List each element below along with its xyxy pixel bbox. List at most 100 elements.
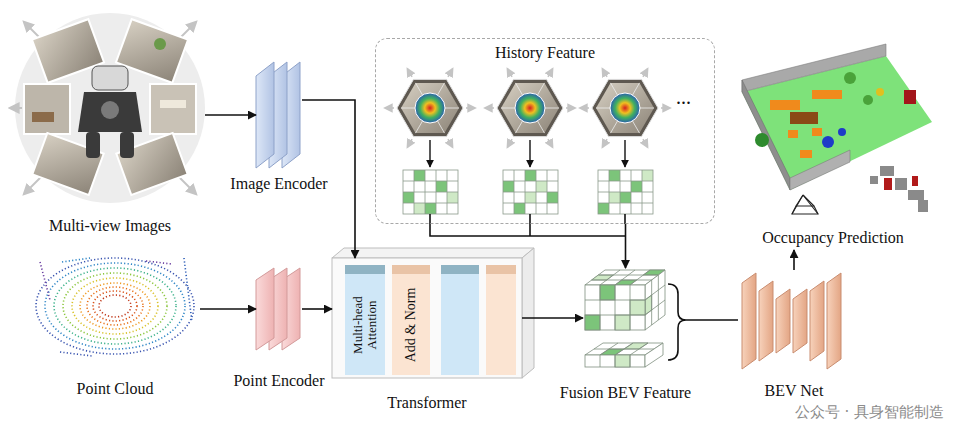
occupancy-map <box>870 176 878 184</box>
history-feature-illustration <box>609 170 620 181</box>
transformer-box <box>441 265 479 375</box>
occupancy-map <box>792 195 803 214</box>
bev-feature-volume <box>645 343 663 367</box>
history-feature-illustration <box>414 203 425 214</box>
attention-layer: Multi-head Attention <box>345 265 385 375</box>
node-label: BEV Net <box>765 382 824 400</box>
history-feature-illustration <box>430 214 625 236</box>
occupancy-map <box>918 200 928 212</box>
history-feature-illustration <box>624 214 626 224</box>
occupancy-map <box>870 166 928 212</box>
bev-feature-volume <box>615 355 630 367</box>
encoder-plates <box>256 62 274 168</box>
occupancy-map <box>790 150 850 190</box>
point-cloud-illustration <box>36 258 194 356</box>
point-cloud-illustration <box>72 278 158 334</box>
multi-view-illustration <box>32 112 54 122</box>
occupancy-map <box>792 195 818 214</box>
multi-view-illustration <box>78 92 142 132</box>
history-feature-illustration <box>403 170 458 214</box>
connector <box>793 250 795 270</box>
encoder-plates <box>256 268 274 350</box>
history-feature-illustration <box>620 192 631 203</box>
bev-feature-volume <box>615 285 616 330</box>
occupancy-map <box>803 195 818 214</box>
bev-feature-volume <box>630 270 650 285</box>
occupancy-map <box>812 90 842 99</box>
history-feature-illustration <box>598 170 653 214</box>
history-feature-illustration <box>609 192 620 203</box>
history-feature-illustration <box>403 192 414 203</box>
connector <box>625 224 627 268</box>
encoder-plates <box>256 62 300 168</box>
node-label: History Feature <box>495 44 595 62</box>
point-cloud-illustration <box>45 263 185 349</box>
occupancy-map <box>788 130 798 138</box>
encoder-block: Image Encoder <box>256 62 302 168</box>
bev-feature-volume <box>651 280 652 325</box>
occupancy-map <box>742 44 932 214</box>
bev-feature-volume <box>645 300 665 315</box>
bev-feature-volume <box>600 285 601 330</box>
multi-view-illustration <box>24 84 70 134</box>
node-label: Occupancy Prediction <box>762 229 904 247</box>
history-feature-illustration <box>514 203 525 214</box>
history-feature-illustration <box>503 170 558 214</box>
bev-feature-volume <box>585 315 645 316</box>
point-cloud-illustration <box>36 258 194 354</box>
point-cloud-illustration <box>146 261 172 264</box>
connector <box>205 114 256 116</box>
history-feature-illustration <box>536 181 547 192</box>
occupancy-map <box>755 133 769 147</box>
bev-feature-volume <box>600 285 615 300</box>
bev-feature-volume <box>615 355 616 367</box>
encoder-block: Point Encoder <box>256 268 302 350</box>
bev-feature-volume <box>645 270 665 330</box>
bev-net-plates <box>759 281 773 361</box>
occupancy-map <box>895 178 907 190</box>
multi-view-illustration <box>150 84 196 134</box>
norm-layer: Add & Norm <box>392 265 430 375</box>
transformer-block: TransformerMulti-head AttentionAdd & Nor… <box>332 258 522 378</box>
watermark: 公众号 · 具身智能制造 <box>795 404 944 421</box>
node-label: Multi-head Attention <box>351 277 380 372</box>
history-feature-illustration <box>529 214 531 236</box>
occupancy-map <box>908 190 924 200</box>
point-cloud-illustration: Point Cloud <box>30 250 200 362</box>
point-cloud-illustration <box>60 352 92 356</box>
history-feature-illustration <box>624 140 625 167</box>
history-feature-group: History Feature <box>375 38 715 224</box>
bev-feature-volume <box>658 275 659 320</box>
connector <box>668 284 738 360</box>
transformer-box <box>332 248 534 378</box>
history-feature-illustration <box>503 181 514 192</box>
history-feature-illustration <box>430 214 625 236</box>
history-feature-illustration <box>525 170 536 181</box>
history-feature-illustration <box>642 170 653 181</box>
bev-feature-volume <box>585 285 645 330</box>
history-feature-illustration <box>425 203 436 214</box>
node-label: Point Encoder <box>233 372 324 390</box>
bev-feature-volume <box>630 300 645 315</box>
point-cloud-illustration <box>63 273 167 339</box>
history-feature-illustration <box>385 69 670 236</box>
multi-view-illustration <box>154 38 166 50</box>
connector <box>302 308 332 310</box>
bev-feature-volume <box>600 349 624 355</box>
multi-view-illustration <box>86 132 100 158</box>
history-feature-illustration <box>485 69 575 147</box>
multi-view-illustration <box>10 13 205 203</box>
occupancy-map <box>812 128 822 136</box>
occupancy-map <box>790 112 818 124</box>
occupancy-map <box>904 90 916 104</box>
bev-feature-volume <box>600 270 620 285</box>
bev-net-plates <box>793 289 807 353</box>
bev-feature-volume <box>592 280 652 281</box>
history-feature-illustration <box>503 170 558 214</box>
bev-feature-volume <box>645 285 665 300</box>
occupancy-map <box>863 95 873 105</box>
occupancy-output: Occupancy Prediction <box>728 38 938 250</box>
